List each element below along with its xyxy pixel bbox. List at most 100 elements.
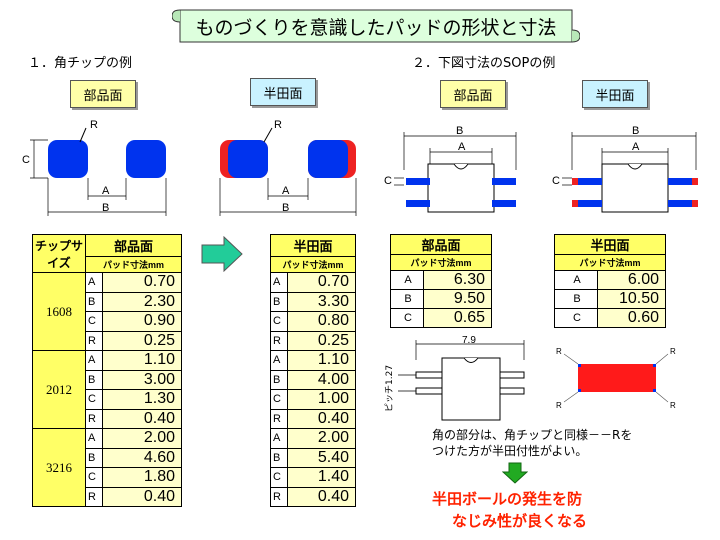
pad-dim-header: パッド寸法mm xyxy=(390,254,492,271)
chip-b-label: B xyxy=(102,202,109,214)
component-side-label-1: 部品面 xyxy=(70,80,136,108)
component-value-cell: 0.90 xyxy=(102,311,182,332)
dim-letter-cell: C xyxy=(270,467,288,488)
solder-side-label-1: 半田面 xyxy=(250,78,316,106)
scroll-banner-shape xyxy=(171,9,581,43)
component-value-cell: 1.80 xyxy=(102,467,182,488)
dim-letter-cell: A xyxy=(390,270,424,290)
solder-value-cell: 0.40 xyxy=(287,486,356,507)
chip-pad-left xyxy=(48,140,88,178)
sop-a-label: A xyxy=(632,141,640,153)
component-value-cell: 0.40 xyxy=(102,486,182,507)
dim-letter-cell: C xyxy=(85,467,103,488)
component-value-cell: 1.10 xyxy=(102,350,182,371)
component-value-cell: 2.00 xyxy=(102,428,182,449)
chip-r-label: R xyxy=(274,119,282,131)
component-value-cell: 3.00 xyxy=(102,369,182,390)
dim-letter-cell: B xyxy=(390,289,424,309)
sop-c-label: C xyxy=(384,175,392,187)
sop-b-label: B xyxy=(632,125,639,137)
solder-value-cell: 0.60 xyxy=(597,308,666,328)
chip-r-label: R xyxy=(90,119,98,131)
solder-value-cell: 2.00 xyxy=(287,428,356,449)
component-value-cell: 0.70 xyxy=(102,272,182,293)
chip-a-label: A xyxy=(102,185,110,197)
result-line1: 半田ボールの発生を防 xyxy=(432,490,583,508)
dim-letter-cell: B xyxy=(270,369,288,390)
solder-side-header: 半田面 xyxy=(554,234,666,255)
sop-width-label: 7.9 xyxy=(462,336,476,346)
component-side-header: 部品面 xyxy=(390,234,492,255)
component-side-header: 部品面 xyxy=(85,234,182,257)
sop-component-diagram: B A C xyxy=(384,125,517,213)
sop-b-label: B xyxy=(456,125,463,137)
pad-dim-header: パッド寸法mm xyxy=(270,256,356,273)
dim-letter-cell: A xyxy=(270,272,288,293)
chip-b-label: B xyxy=(282,202,289,214)
solder-value-cell: 6.00 xyxy=(597,270,666,290)
solder-side-label-2: 半田面 xyxy=(582,80,648,108)
chip-pad-right xyxy=(126,140,166,178)
dim-letter-cell: R xyxy=(85,408,103,429)
solder-value-cell: 5.40 xyxy=(287,447,356,468)
corner-r-label: R xyxy=(670,347,676,356)
corner-r-label: R xyxy=(556,347,562,356)
dim-letter-cell: A xyxy=(270,350,288,371)
dim-letter-cell: A xyxy=(270,428,288,449)
note-line1: 角の部分は、角チップと同様－－Rを xyxy=(432,428,633,442)
down-arrow-icon xyxy=(502,462,528,484)
sop-c-label: C xyxy=(552,175,560,187)
dim-letter-cell: R xyxy=(85,486,103,507)
component-value-cell: 9.50 xyxy=(423,289,492,309)
chip-size-cell: 3216 xyxy=(32,428,86,507)
section1-title: １．角チップの例 xyxy=(28,56,133,71)
component-value-cell: 0.65 xyxy=(423,308,492,328)
component-value-cell: 1.30 xyxy=(102,389,182,410)
dim-letter-cell: C xyxy=(85,389,103,410)
chip-size-cell: 2012 xyxy=(32,350,86,429)
rounded-pad-illustration: R R R R xyxy=(556,347,676,410)
dim-letter-cell: R xyxy=(270,486,288,507)
chip-c-label: C xyxy=(22,154,30,166)
solder-value-cell: 1.00 xyxy=(287,389,356,410)
result-line2: なじみ性が良くなる xyxy=(452,512,588,530)
sop-dimension-drawing: 7.9 ピッチ1.27 xyxy=(384,336,525,421)
chip-size-header: チップサイズ xyxy=(32,234,86,273)
solder-pad-shape xyxy=(578,364,656,392)
dim-letter-cell: B xyxy=(270,447,288,468)
component-side-label-2: 部品面 xyxy=(440,80,506,108)
solder-value-cell: 4.00 xyxy=(287,369,356,390)
corner-r-label: R xyxy=(556,401,562,410)
chip-pad-left xyxy=(228,140,268,178)
dim-letter-cell: B xyxy=(85,369,103,390)
section2-title: ２．下図寸法のSOPの例 xyxy=(412,56,556,71)
dim-letter-cell: B xyxy=(85,291,103,312)
dim-letter-cell: R xyxy=(270,330,288,351)
solder-value-cell: 0.25 xyxy=(287,330,356,351)
chip-a-label: A xyxy=(282,185,290,197)
dim-letter-cell: C xyxy=(390,308,424,328)
chip-size-cell: 1608 xyxy=(32,272,86,351)
sop-a-label: A xyxy=(458,141,466,153)
